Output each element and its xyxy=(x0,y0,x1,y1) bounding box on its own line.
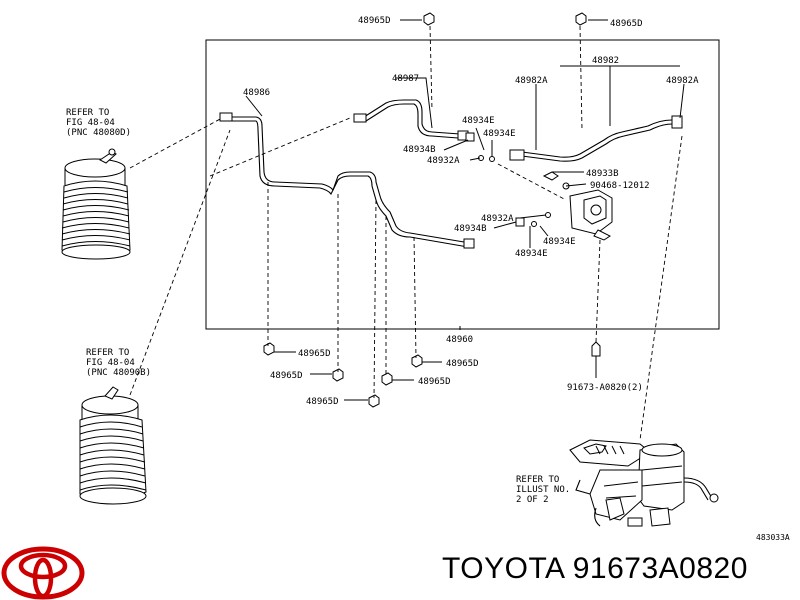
label-90468-12012: 90468-12012 xyxy=(590,181,650,191)
label-48965d-top: 48965D xyxy=(358,16,391,26)
label-48986: 48986 xyxy=(243,88,270,98)
refer-note-line: (PNC 48080D) xyxy=(66,128,131,138)
union-48934b xyxy=(515,217,525,227)
label-48934e-2: 48934E xyxy=(483,129,516,139)
label-48934b-1: 48934B xyxy=(403,145,436,155)
gasket-48934e xyxy=(489,156,495,162)
valve-body xyxy=(569,189,613,241)
label-48982: 48982 xyxy=(592,56,619,66)
gasket-48932a-lower xyxy=(545,212,551,218)
label-48934e-4: 48934E xyxy=(515,249,548,259)
label-48934b-2: 48934B xyxy=(454,224,487,234)
label-48965d-e: 48965D xyxy=(446,359,479,369)
clip-48965d-e xyxy=(411,354,423,368)
clip-48965d-top xyxy=(423,12,435,26)
air-spring-lower xyxy=(79,386,147,505)
refer-note-line: 2 OF 2 xyxy=(516,495,549,505)
refer-note-lower: REFER TO FIG 48-04 (PNC 48090B) xyxy=(86,348,151,378)
union-48934b-upper xyxy=(465,132,475,142)
label-48965d-topright: 48965D xyxy=(610,19,643,29)
label-48982a-left: 48982A xyxy=(515,76,548,86)
refer-note-line: FIG 48-04 xyxy=(66,118,115,128)
gasket-48934e-lower xyxy=(531,221,537,227)
refer-note-line: FIG 48-04 xyxy=(86,358,135,368)
pipe-48986 xyxy=(232,116,471,244)
label-48965d-c: 48965D xyxy=(306,397,339,407)
label-48982a-right: 48982A xyxy=(666,76,699,86)
clip-48965d-topright xyxy=(575,12,587,26)
clamp-48933b xyxy=(542,171,559,181)
clip-48965d-d xyxy=(381,372,393,386)
clip-48965d-b xyxy=(332,368,344,382)
refer-note-line: REFER TO xyxy=(66,108,109,118)
refer-note-line: (PNC 48090B) xyxy=(86,368,151,378)
pipe-connector xyxy=(353,113,367,123)
label-48934e-3: 48934E xyxy=(543,237,576,247)
assembly-frame xyxy=(205,39,720,330)
label-48933b: 48933B xyxy=(586,169,619,179)
pipe-48987 xyxy=(363,99,461,135)
refer-note-line: REFER TO xyxy=(516,475,559,485)
label-48965d-b: 48965D xyxy=(270,371,303,381)
pipe-connector xyxy=(219,112,233,122)
label-48932a-2: 48932A xyxy=(481,214,514,224)
pipe-48982 xyxy=(521,119,673,158)
refer-note-line: ILLUST NO. xyxy=(516,485,570,495)
pipe-connector xyxy=(671,115,683,129)
refer-note-illust: REFER TO ILLUST NO. 2 OF 2 xyxy=(516,475,570,505)
air-compressor-assembly xyxy=(569,439,719,527)
air-spring-upper xyxy=(61,148,131,260)
label-48987: 48987 xyxy=(392,74,419,84)
label-48960: 48960 xyxy=(446,335,473,345)
clip-48965d-a xyxy=(263,342,275,356)
label-48932a-1: 48932A xyxy=(427,156,460,166)
label-48934e-1: 48934E xyxy=(462,116,495,126)
refer-note-upper: REFER TO FIG 48-04 (PNC 48080D) xyxy=(66,108,131,138)
label-91673-a0820: 91673-A0820(2) xyxy=(567,383,643,393)
label-48965d-a: 48965D xyxy=(298,349,331,359)
nut-91673 xyxy=(591,341,601,357)
pipe-connector xyxy=(463,238,475,249)
part-number-title: TOYOTA 91673A0820 xyxy=(442,552,748,585)
toyota-logo xyxy=(1,546,85,600)
diagram-code: 483033A xyxy=(756,533,790,542)
clip-48965d-c xyxy=(368,394,380,408)
label-48965d-d: 48965D xyxy=(418,377,451,387)
refer-note-line: REFER TO xyxy=(86,348,129,358)
pipe-connector xyxy=(509,149,525,161)
